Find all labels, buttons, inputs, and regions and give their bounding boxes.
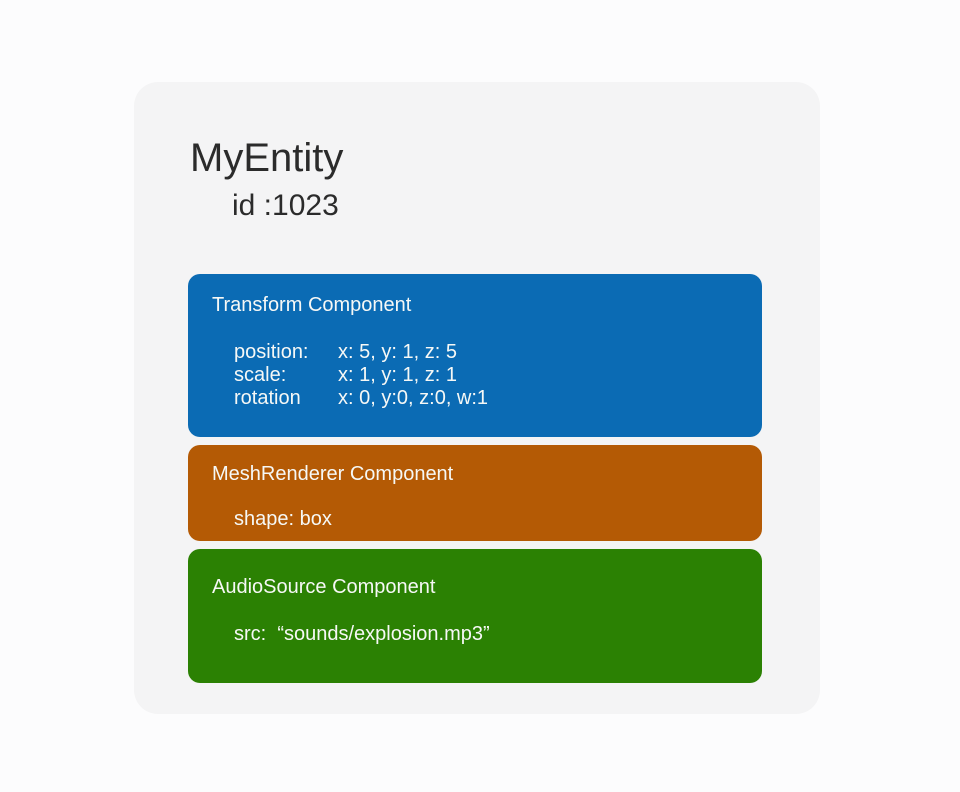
transform-properties: position: x: 5, y: 1, z: 5 scale: x: 1, … [234, 341, 746, 410]
property-value: x: 1, y: 1, z: 1 [338, 364, 457, 386]
entity-card: MyEntity id :1023 Transform Component po… [134, 82, 820, 714]
transform-component-block: Transform Component position: x: 5, y: 1… [188, 274, 762, 437]
transform-row-position: position: x: 5, y: 1, z: 5 [234, 341, 746, 364]
mesh-renderer-component-block: MeshRenderer Component shape: box [188, 445, 762, 541]
property-label: rotation [234, 387, 301, 409]
property-label: position: [234, 341, 309, 363]
transform-component-title: Transform Component [212, 294, 412, 316]
transform-row-scale: scale: x: 1, y: 1, z: 1 [234, 364, 746, 387]
audio-source-src-property: src: “sounds/explosion.mp3” [234, 623, 490, 645]
entity-id-label: id :1023 [232, 189, 339, 222]
transform-row-rotation: rotation x: 0, y:0, z:0, w:1 [234, 387, 746, 410]
audio-source-component-block: AudioSource Component src: “sounds/explo… [188, 549, 762, 683]
property-value: x: 0, y:0, z:0, w:1 [338, 387, 489, 409]
mesh-renderer-shape-property: shape: box [234, 508, 332, 530]
entity-title: MyEntity [190, 136, 344, 180]
audio-source-component-title: AudioSource Component [212, 576, 436, 598]
mesh-renderer-component-title: MeshRenderer Component [212, 463, 454, 485]
property-value: x: 5, y: 1, z: 5 [338, 341, 457, 363]
property-label: scale: [234, 364, 287, 386]
